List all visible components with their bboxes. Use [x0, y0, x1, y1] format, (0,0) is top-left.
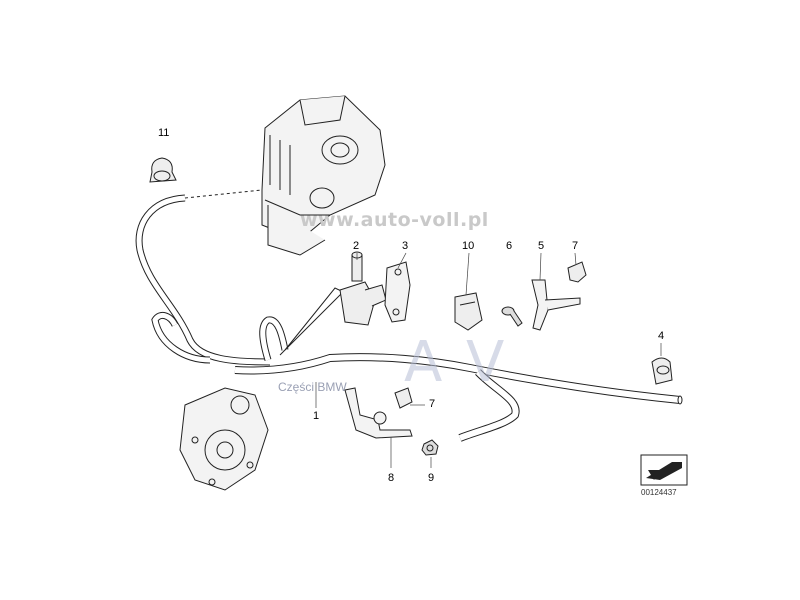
air-intake-housing: [261, 95, 386, 256]
clip-4: [651, 357, 673, 385]
watermark-logo-a: A: [404, 330, 443, 395]
bracket-8: [344, 387, 413, 439]
part-number-10: 10: [462, 240, 475, 252]
bracket-3: [384, 261, 411, 323]
part-number-2: 2: [353, 240, 360, 252]
part-number-4: 4: [658, 330, 665, 342]
part-number-5: 5: [538, 240, 545, 252]
hose-clip-11: [149, 157, 177, 183]
watermark-logo-v: V: [466, 330, 505, 395]
vacuum-pump: [179, 387, 269, 491]
part-number-7-lower: 7: [429, 398, 436, 410]
watermark-brand: Części BMW: [278, 380, 347, 394]
leader-lines: [315, 252, 662, 468]
connector-7-lower: [394, 387, 413, 409]
document-number: 00124437: [641, 488, 677, 497]
bracket-5: [531, 279, 581, 331]
holder-10: [454, 292, 483, 331]
orientation-arrow-icon: [640, 454, 688, 486]
part-number-8: 8: [388, 472, 395, 484]
bolt-6: [501, 306, 523, 327]
part-number-11: 11: [158, 127, 170, 139]
part-number-1: 1: [313, 410, 320, 422]
connector-7-top: [567, 261, 587, 283]
part-number-9: 9: [428, 472, 435, 484]
part-number-7-top: 7: [572, 240, 579, 252]
nut-9: [421, 439, 439, 456]
part-number-6: 6: [506, 240, 513, 252]
pressure-converter-2: [339, 251, 387, 326]
watermark-site: www.auto-voll.pl: [300, 209, 489, 231]
part-number-3: 3: [402, 240, 409, 252]
